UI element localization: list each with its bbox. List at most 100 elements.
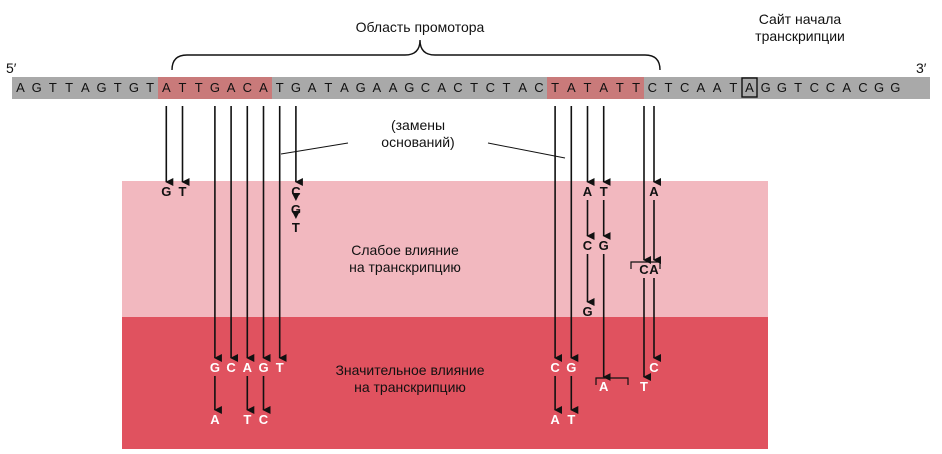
sequence-base: T <box>632 80 641 95</box>
sequence-base: A <box>712 80 722 95</box>
substituted-base: T <box>640 379 648 394</box>
sequence-base: G <box>209 80 220 95</box>
sequence-base: T <box>324 80 333 95</box>
promoter-highlight <box>239 77 256 99</box>
start-site-box <box>741 77 758 98</box>
substituted-base: C <box>582 238 593 253</box>
substituted-base: T <box>178 184 187 199</box>
sequence-base: C <box>420 80 431 95</box>
substitutions-label-line1: (замены <box>390 117 446 133</box>
weak-effect-region <box>122 181 768 317</box>
sequence-base: T <box>551 80 560 95</box>
sequence-base: C <box>809 80 819 95</box>
substituted-base: A <box>550 412 560 427</box>
promoter-region-label: Область промотора <box>355 19 485 35</box>
strong-effect-label-line1: Значительное влияние <box>335 362 485 378</box>
substitutions-label-line2: оснований) <box>381 134 455 150</box>
bracket-ca <box>630 261 661 269</box>
substituted-base: A <box>649 262 659 277</box>
substituted-base: C <box>639 262 649 277</box>
sequence-base: G <box>128 80 139 95</box>
sequence-base: A <box>437 80 447 95</box>
pointer-line-left <box>280 142 349 155</box>
substituted-base: C <box>649 360 659 375</box>
sequence-base: A <box>566 80 576 95</box>
sequence-base: G <box>404 80 415 95</box>
sequence-base: A <box>259 80 268 95</box>
sequence-base: G <box>760 80 771 95</box>
sequence-base: C <box>534 80 544 95</box>
sequence-base: G <box>776 80 787 95</box>
sequence-base: T <box>113 80 122 95</box>
promoter-highlight <box>174 77 191 99</box>
sequence-base: T <box>729 80 738 95</box>
promoter-brace <box>171 39 661 71</box>
promoter-highlight <box>206 77 224 99</box>
sequence-base: T <box>146 80 155 95</box>
sequence-base: G <box>890 80 901 95</box>
sequence-base: T <box>664 80 673 95</box>
start-site-label-line1: Сайт начала <box>758 11 842 27</box>
sequence-base: T <box>470 80 479 95</box>
sequence-base: A <box>388 80 398 95</box>
sequence-base: T <box>194 80 203 95</box>
sequence-base: A <box>226 80 236 95</box>
sequence-base: T <box>275 80 284 95</box>
substituted-base: A <box>649 184 659 199</box>
substituted-base: G <box>209 360 220 375</box>
sequence-base: T <box>794 80 803 95</box>
sequence-base: A <box>599 80 609 95</box>
sequence-base: C <box>242 80 252 95</box>
strong-effect-region <box>122 317 768 449</box>
substituted-base: T <box>291 220 300 235</box>
sequence-base: A <box>307 80 317 95</box>
substituted-base: G <box>258 360 269 375</box>
substituted-base: C <box>226 360 236 375</box>
sequence-base: T <box>48 80 57 95</box>
sequence-base: G <box>96 80 107 95</box>
substituted-base: A <box>598 379 609 394</box>
promoter-highlight <box>255 77 272 99</box>
sequence-base: T <box>502 80 511 95</box>
sequence-base: A <box>80 80 90 95</box>
substituted-base: G <box>566 360 577 375</box>
sequence-base: C <box>647 80 657 95</box>
substituted-base: G <box>598 238 609 253</box>
promoter-highlight <box>190 77 208 99</box>
sequence-base: C <box>858 80 868 95</box>
sequence-base: G <box>355 80 366 95</box>
substituted-base: G <box>290 202 301 217</box>
sequence-base: T <box>178 80 187 95</box>
substituted-base: A <box>210 412 220 427</box>
sequence-base: C <box>825 80 836 95</box>
promoter-highlight <box>579 77 596 99</box>
sequence-base: A <box>340 80 349 95</box>
sequence-base: A <box>842 80 852 95</box>
substituted-base: C <box>550 360 560 375</box>
start-site-label-line2: транскрипции <box>755 28 845 44</box>
weak-effect-label-line1: Слабое влияние <box>351 242 459 258</box>
three-prime-label: 3′ <box>916 60 927 76</box>
promoter-highlight <box>547 77 564 99</box>
sequence-base: C <box>679 80 690 95</box>
substituted-base: C <box>258 412 269 427</box>
substituted-base: A <box>242 360 252 375</box>
bracket-at <box>595 377 629 385</box>
sequence-base: T <box>583 80 592 95</box>
sequence-base: A <box>16 80 25 95</box>
substituted-base: T <box>599 184 608 199</box>
sequence-base: A <box>745 80 754 95</box>
promoter-highlight <box>595 77 613 99</box>
sequence-base: A <box>161 80 171 95</box>
weak-effect-label-line2: на транскрипцию <box>349 259 461 275</box>
substituted-base: G <box>161 184 172 199</box>
sequence-base: G <box>31 80 42 95</box>
sequence-base: A <box>518 80 528 95</box>
promoter-highlight <box>611 77 629 99</box>
promoter-highlight <box>563 77 580 99</box>
substituted-base: C <box>291 184 301 199</box>
sequence-base: G <box>290 80 301 95</box>
five-prime-label: 5′ <box>6 60 17 76</box>
